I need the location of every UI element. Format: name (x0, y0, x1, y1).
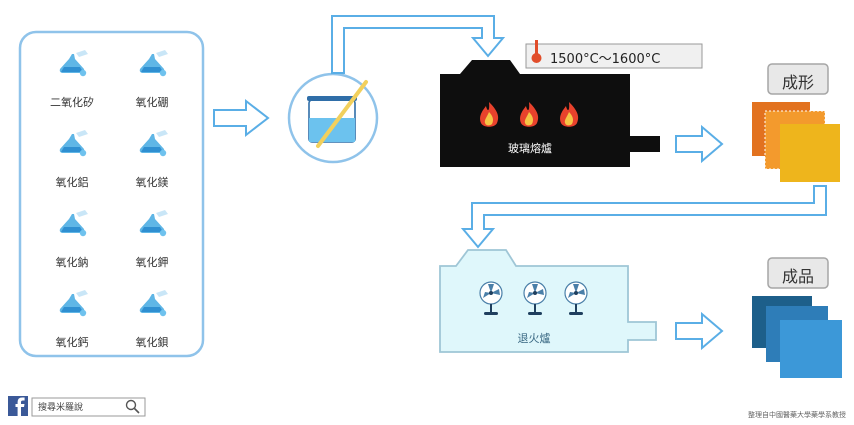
search-icon[interactable] (125, 399, 137, 411)
search-text: 搜尋米羅說 (38, 403, 84, 413)
arrow-to-annealing (460, 185, 827, 249)
melting-furnace-label: 玻璃熔爐 (508, 142, 552, 155)
search-box[interactable] (31, 397, 146, 417)
product-label: 成品 (781, 267, 814, 286)
ingredient-label: 氧化鉀 (135, 256, 169, 269)
arrow-to-forming (675, 124, 724, 164)
annealing-oven (439, 249, 657, 353)
credit-text: 整理自中國醫藥大學藥學系教授 (748, 411, 846, 419)
ingredient-label: 二氧化矽 (50, 96, 94, 109)
ingredient-label: 氧化鈉 (55, 256, 89, 269)
product-label-box (767, 257, 829, 289)
ingredient-panel (18, 30, 205, 358)
thermometer-icon (535, 40, 538, 58)
ingredient-label: 氧化硼 (135, 96, 169, 109)
formed-sheet (780, 124, 840, 182)
arrow-to-furnace (331, 15, 506, 74)
ingredient-label: 氧化鈣 (55, 336, 89, 349)
temperature-badge (525, 43, 703, 69)
ingredient-label: 氧化鋁 (55, 176, 89, 189)
forming-label-box (767, 63, 829, 95)
stirring-rod-icon (316, 80, 368, 148)
forming-label: 成形 (781, 73, 814, 92)
arrow-to-mixing (213, 98, 270, 138)
melting-furnace (440, 60, 660, 167)
ingredient-label: 氧化鎂 (135, 176, 169, 189)
arrow-to-product (675, 311, 724, 351)
ingredient-label: 氧化鋇 (135, 336, 169, 349)
temperature-text: 1500°C～1600°C (550, 52, 661, 67)
annealing-oven-label: 退火爐 (517, 332, 551, 345)
product-sheet (780, 320, 842, 378)
